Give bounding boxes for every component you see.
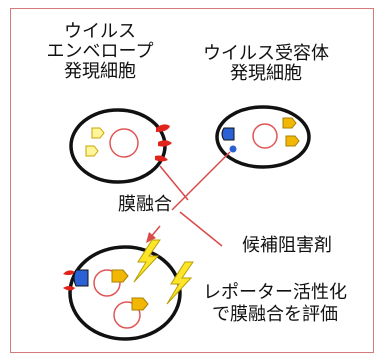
reporter-fragment-3 bbox=[282, 117, 297, 129]
fused-cell bbox=[63, 239, 194, 341]
envelope-protein-3 bbox=[155, 155, 168, 162]
label-envelope-cell-line3: 発現細胞 bbox=[64, 61, 136, 83]
label-evaluation: レポーター活性化 で膜融合を評価 bbox=[175, 282, 375, 325]
label-receptor-cell-line2: 発現細胞 bbox=[230, 63, 302, 85]
receptor-anchor bbox=[229, 145, 237, 153]
fused-cell-nucleus-2 bbox=[113, 301, 141, 329]
label-envelope-cell-line1: ウイルス bbox=[64, 21, 136, 42]
envelope-cell-nucleus bbox=[109, 128, 139, 158]
envelope-protein-1 bbox=[156, 124, 170, 132]
label-fusion: 膜融合 bbox=[100, 194, 190, 216]
reporter-fragment-4 bbox=[285, 135, 300, 147]
receptor-cell-nucleus bbox=[252, 123, 278, 149]
reporter-fragment-1 bbox=[91, 127, 105, 139]
inhibitor-pointer bbox=[179, 211, 223, 247]
arrow-head bbox=[146, 232, 156, 243]
label-evaluation-line1: レポーター活性化 bbox=[203, 282, 347, 303]
fused-receptor bbox=[73, 269, 89, 287]
receptor-cell bbox=[215, 105, 311, 169]
arrow-from-envelope-cell bbox=[159, 165, 189, 201]
fused-envelope-2 bbox=[63, 286, 75, 291]
lightning-1 bbox=[133, 239, 161, 283]
reporter-fragment-2 bbox=[85, 145, 99, 157]
label-receptor-cell: ウイルス受容体 発現細胞 bbox=[186, 43, 346, 85]
label-inhibitor: 候補阻害剤 bbox=[242, 235, 332, 256]
label-envelope-cell: ウイルス エンベロープ 発現細胞 bbox=[45, 21, 155, 83]
envelope-cell-membrane bbox=[69, 108, 167, 184]
label-envelope-cell-line2: エンベロープ bbox=[46, 41, 154, 63]
lightning-2 bbox=[166, 261, 194, 305]
active-reporter-1 bbox=[111, 269, 129, 283]
fused-cell-membrane bbox=[68, 245, 182, 341]
receptor-protein bbox=[221, 127, 235, 141]
envelope-protein-2 bbox=[158, 140, 172, 147]
arrow-from-receptor-cell bbox=[171, 151, 231, 211]
active-reporter-2 bbox=[131, 297, 149, 311]
label-evaluation-line2: で膜融合を評価 bbox=[212, 303, 338, 325]
fused-cell-nucleus-1 bbox=[93, 269, 121, 297]
envelope-cell bbox=[69, 108, 172, 184]
label-receptor-cell-line1: ウイルス受容体 bbox=[203, 43, 329, 64]
fused-envelope-1 bbox=[63, 270, 75, 276]
fusion-arrows bbox=[146, 151, 231, 247]
